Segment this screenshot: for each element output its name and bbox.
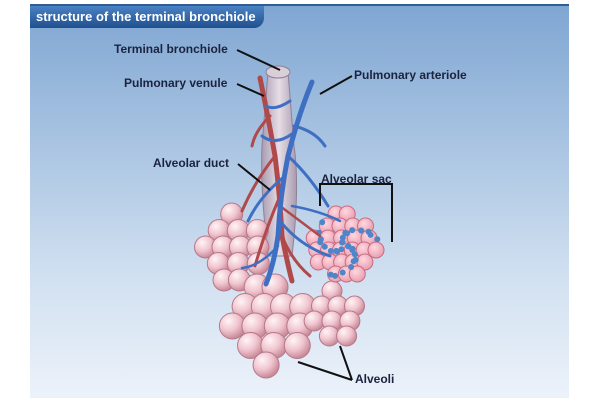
capillary-dot (345, 243, 352, 250)
alveolus (303, 310, 325, 332)
alveolar-sac-cutaway (305, 205, 385, 283)
leader-lines (236, 49, 393, 381)
capillary-dot (317, 236, 324, 243)
capillary-dot (319, 219, 326, 226)
capillary-dot (348, 264, 355, 270)
capillary-dot (338, 246, 345, 253)
capillary-dot (333, 247, 340, 254)
label-pulmonary-venule: Pulmonary venule (124, 76, 228, 90)
capillary-dot (349, 227, 356, 234)
bronchiole-illustration (194, 49, 393, 381)
capillary-dot (339, 239, 346, 246)
capillary-dot (350, 258, 357, 265)
alveoli-cluster-left (194, 202, 270, 292)
alveolus (283, 332, 311, 359)
capillary-dot (339, 234, 346, 241)
capillary-dot (344, 230, 351, 237)
pulmonary-arteriole-vessels (240, 79, 342, 287)
capillary-dot (321, 243, 328, 250)
capillary-dot (327, 248, 334, 254)
label-alveolar-sac: Alveolar sac (321, 172, 392, 186)
capillary-dot (339, 269, 346, 276)
label-pulmonary-arteriole: Pulmonary arteriole (354, 68, 467, 82)
alveoli-cluster-bottom (218, 273, 317, 379)
capillary-dot (351, 251, 358, 258)
alveolus (252, 351, 280, 379)
pulmonary-venule-vessels (240, 75, 322, 284)
label-alveoli: Alveoli (355, 372, 395, 386)
alveoli-cluster-right (303, 280, 365, 347)
label-terminal-bronchiole: Terminal bronchiole (114, 42, 228, 56)
diagram-title: structure of the terminal bronchiole (30, 6, 264, 28)
capillary-dot (358, 227, 365, 234)
capillary-dot (349, 247, 356, 253)
capillary-dot (367, 231, 374, 238)
alveolus (348, 265, 366, 283)
label-alveolar-duct: Alveolar duct (153, 156, 230, 170)
diagram-panel: structure of the terminal bronchiole (30, 4, 569, 398)
capillary-dot (327, 271, 334, 278)
alveolus (336, 325, 358, 347)
capillary-dot (374, 236, 381, 243)
